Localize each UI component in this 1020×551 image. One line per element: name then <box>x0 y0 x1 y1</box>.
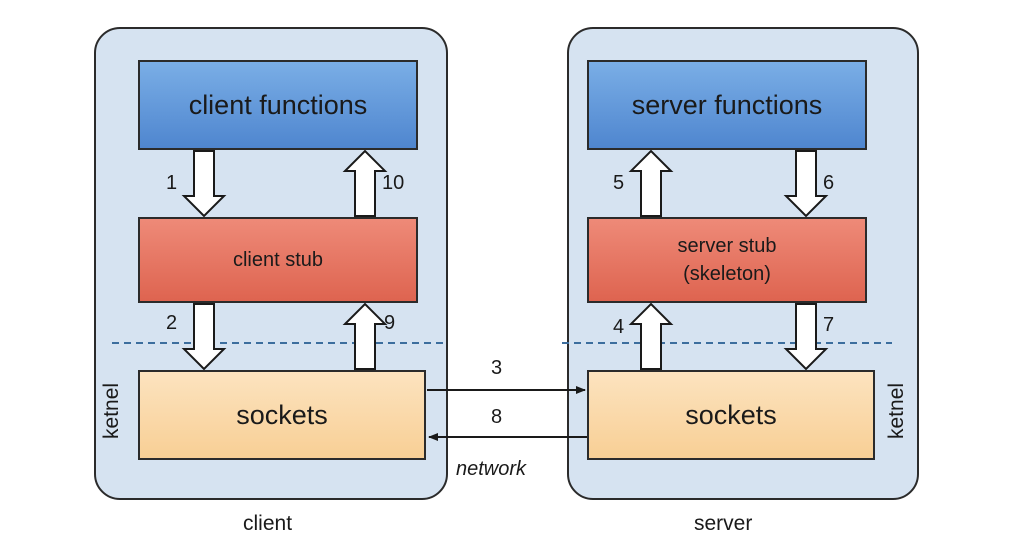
step-1-label: 1 <box>166 172 178 194</box>
arrow-step-4 <box>628 302 674 370</box>
arrow-step-1 <box>181 150 227 218</box>
server-stub-label: server stub (skeleton) <box>677 235 777 285</box>
client-functions-box: client functions <box>138 60 418 150</box>
arrow-step-2 <box>181 303 227 371</box>
step-3-label: 3 <box>491 357 503 379</box>
step-2-label: 2 <box>166 312 178 334</box>
client-kernel-label: ketnel <box>100 382 123 439</box>
client-functions-label: client functions <box>188 89 368 120</box>
arrow-step-10 <box>342 149 388 217</box>
step-4-label: 4 <box>613 316 625 338</box>
arrow-step-7 <box>783 303 829 371</box>
arrow-step-6 <box>783 150 829 218</box>
client-sockets-label: sockets <box>236 399 328 430</box>
arrow-step-9 <box>342 302 388 370</box>
server-sockets-box: sockets <box>587 370 875 460</box>
client-stub-box: client stub <box>138 217 418 303</box>
step-8-label: 8 <box>491 406 503 428</box>
step-7-label: 7 <box>823 314 835 336</box>
step-9-label: 9 <box>384 312 396 334</box>
step-6-label: 6 <box>823 172 835 194</box>
server-stub-box: server stub (skeleton) <box>587 217 867 303</box>
client-stub-label: client stub <box>232 249 324 271</box>
step-10-label: 10 <box>382 172 405 194</box>
arrow-step-5 <box>628 149 674 217</box>
client-caption: client <box>243 512 293 535</box>
server-kernel-label: ketnel <box>885 382 908 439</box>
server-functions-label: server functions <box>631 89 823 120</box>
client-sockets-box: sockets <box>138 370 426 460</box>
step-5-label: 5 <box>613 172 625 194</box>
server-caption: server <box>694 512 753 535</box>
server-sockets-label: sockets <box>685 399 777 430</box>
server-functions-box: server functions <box>587 60 867 150</box>
network-label: network <box>456 458 527 480</box>
